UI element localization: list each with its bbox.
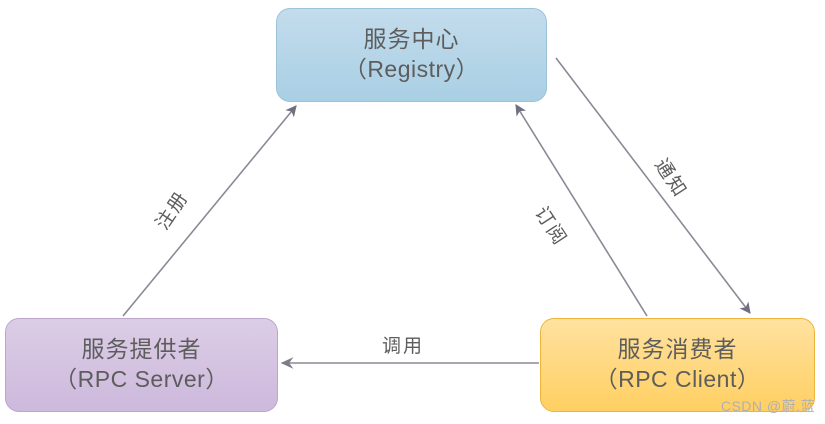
node-registry-line1: 服务中心	[363, 26, 460, 53]
edge-subscribe-line	[515, 104, 648, 317]
edge-register-line	[122, 105, 297, 317]
node-provider[interactable]: 服务提供者 （RPC Server）	[5, 318, 278, 412]
node-consumer-line2: （RPC Client）	[594, 366, 761, 392]
node-consumer-line1: 服务消费者	[617, 336, 738, 363]
node-provider-line2: （RPC Server）	[54, 366, 229, 392]
watermark: CSDN @蔚.蓝	[720, 398, 815, 414]
edge-notify-line	[555, 57, 751, 314]
node-registry[interactable]: 服务中心 （Registry）	[276, 8, 547, 102]
edge-label-invoke: 调用	[382, 336, 425, 357]
node-consumer[interactable]: 服务消费者 （RPC Client）	[540, 318, 815, 412]
node-provider-line1: 服务提供者	[81, 336, 202, 363]
node-registry-line2: （Registry）	[343, 56, 480, 82]
